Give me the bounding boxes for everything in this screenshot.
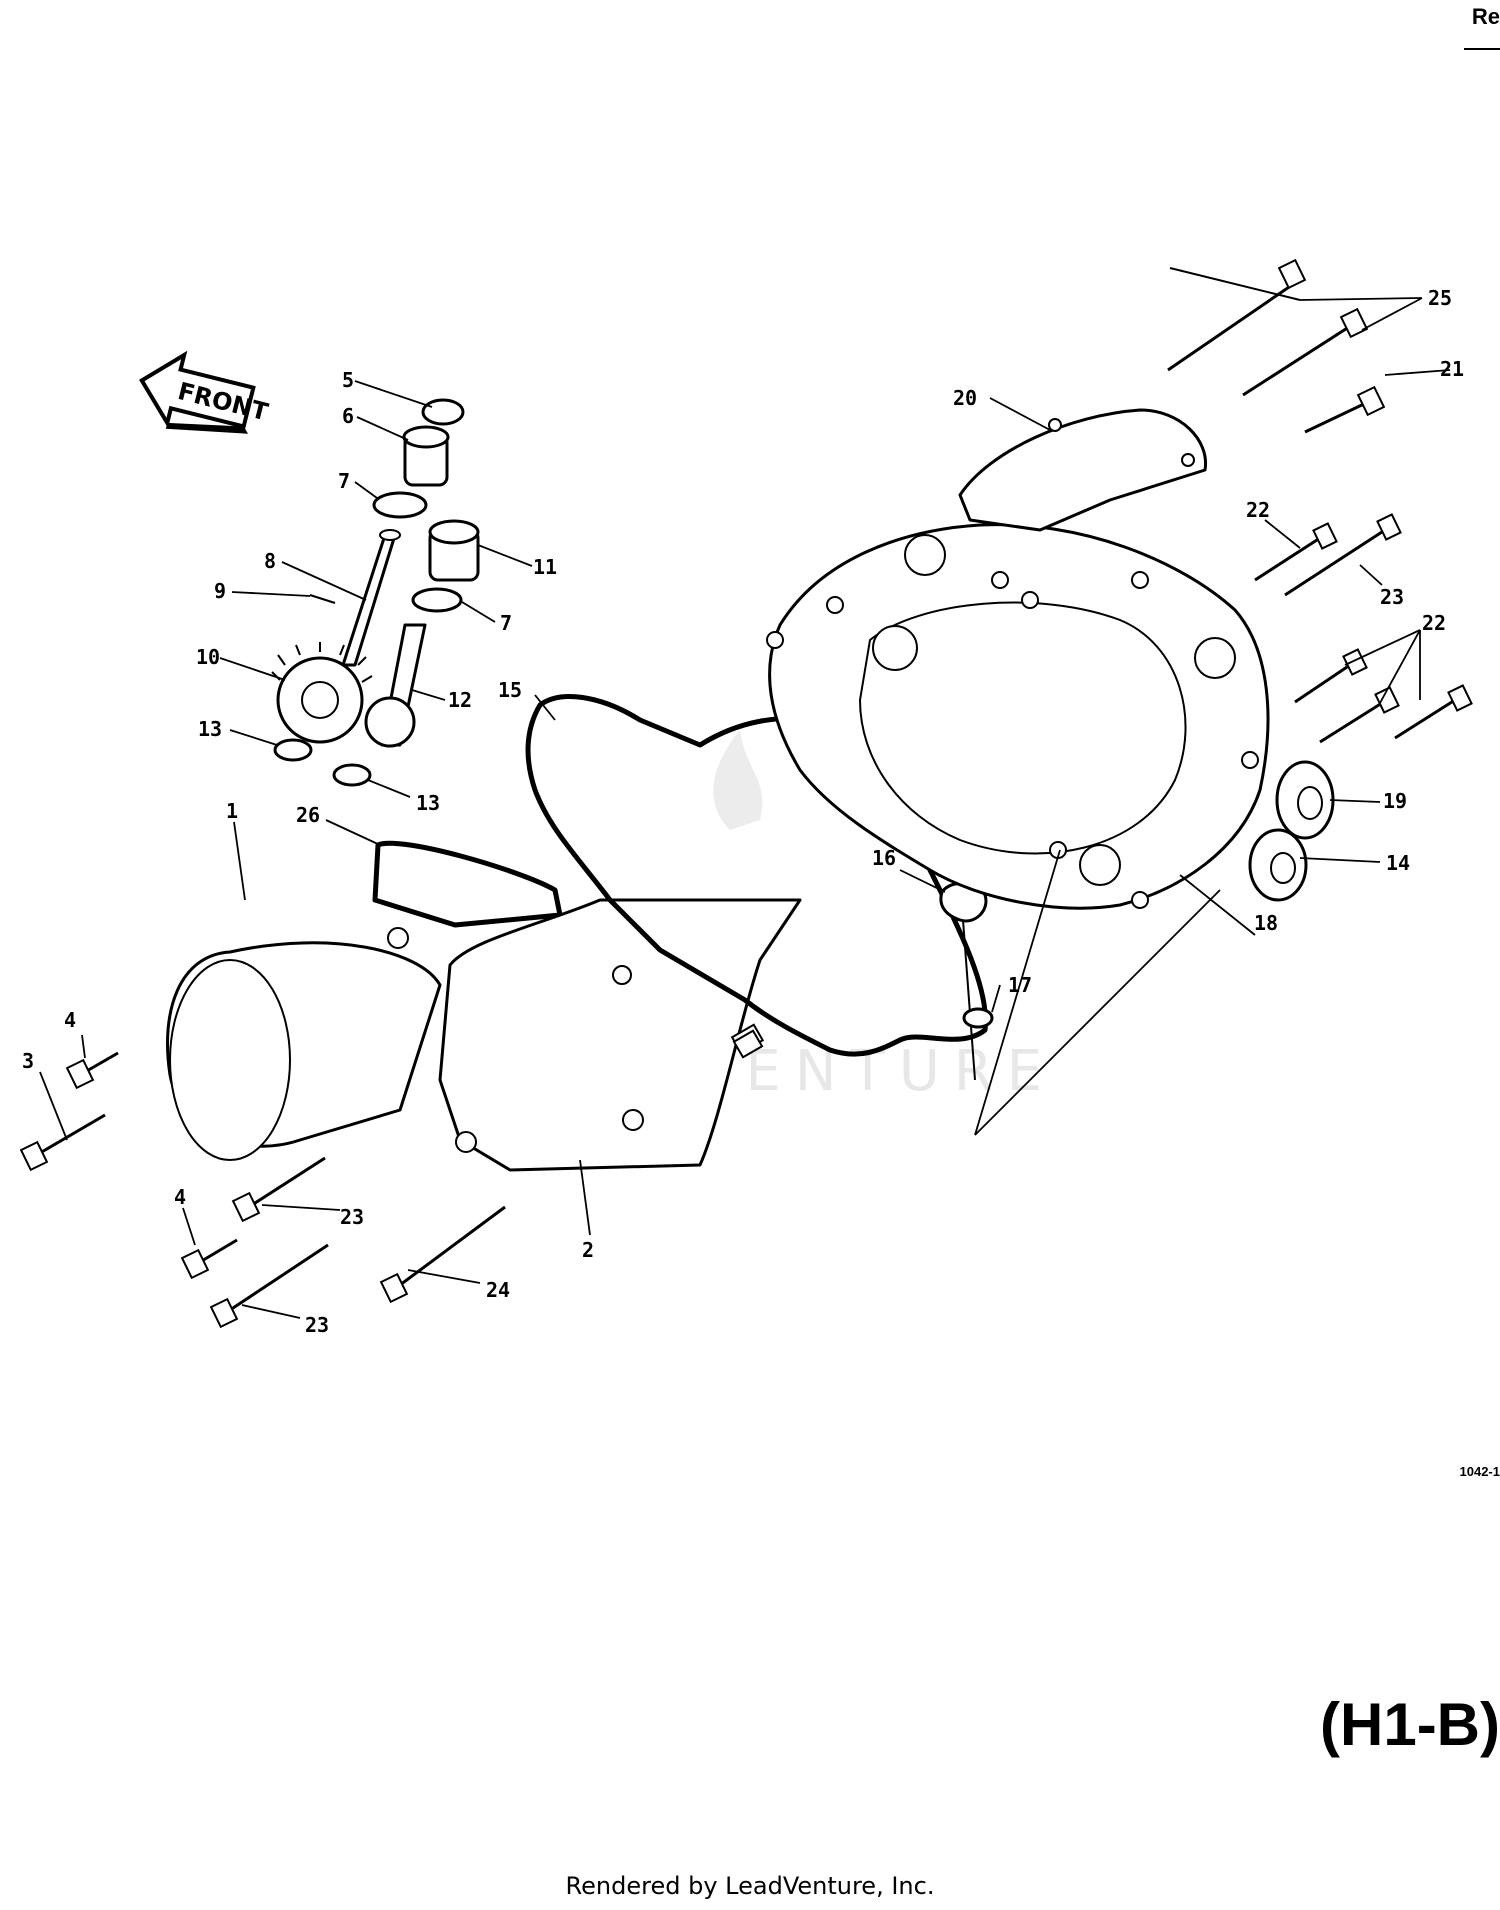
corner-rule [1464,48,1500,50]
callout-24: 24 [486,1278,510,1302]
small-parts [271,398,480,787]
callout-12: 12 [448,688,472,712]
front-arrow-icon: FRONT [139,350,271,434]
callout-3: 3 [22,1049,34,1073]
seal-5 [421,398,465,426]
callout-23b: 23 [340,1205,364,1229]
callout-22b: 22 [1422,611,1446,635]
oil-seal-14 [1248,828,1308,902]
bolt-3 [19,1113,106,1172]
gear-12 [364,623,427,748]
cover-1 [166,927,442,1161]
shaft-stub [732,1029,764,1059]
bolt-21 [1304,385,1386,434]
callout-4a: 4 [64,1008,76,1032]
diagram-id: (H1-B) [1320,1691,1500,1758]
plug-11 [428,519,480,582]
oil-seal-19 [1275,760,1335,840]
callout-16: 16 [872,846,896,870]
breather-cover-20 [958,408,1208,532]
crankcase-18 [766,523,1270,910]
figure-code: 1042-1 [1459,1464,1500,1479]
bolt-23a [1284,513,1402,597]
callout-26: 26 [296,803,320,827]
callout-21: 21 [1440,357,1464,381]
shaft-8 [341,529,401,667]
callout-6: 6 [342,404,354,428]
callout-13b: 13 [416,791,440,815]
footer-credit: Rendered by LeadVenture, Inc. [565,1872,935,1900]
bolt-25b [1242,307,1369,397]
pin-9 [309,594,336,604]
callout-22a: 22 [1246,498,1270,522]
bolt-23b [231,1156,326,1223]
plug-6 [402,425,450,487]
callout-4b: 4 [174,1185,186,1209]
washer-13a [273,738,313,762]
gasket-15 [525,694,989,1057]
callout-18: 18 [1254,911,1278,935]
callout-9: 9 [214,579,226,603]
o-ring-7b [411,587,463,613]
bolt-set [19,258,1473,1329]
bolt-25a [1167,258,1307,372]
callout-8: 8 [264,549,276,573]
callout-14: 14 [1386,851,1410,875]
callout-2: 2 [582,1238,594,1262]
bolt-22a [1254,522,1338,582]
callout-labels: 1 2 3 4 4 5 6 7 7 8 9 10 11 12 13 13 14 … [22,286,1464,1337]
callout-15: 15 [498,678,522,702]
callout-7a: 7 [338,469,350,493]
gasket-26 [372,840,563,928]
callout-23a: 23 [1380,585,1404,609]
callout-10: 10 [196,645,220,669]
callout-11: 11 [533,555,557,579]
gear-10 [271,642,373,744]
o-ring-7a [372,491,428,519]
bolt-22c [1319,686,1400,744]
corner-tag: Re [1471,4,1500,29]
washer-13b [332,763,372,787]
callout-19: 19 [1383,789,1407,813]
callout-5: 5 [342,368,354,392]
callout-1: 1 [226,799,238,823]
bolt-4b [180,1238,238,1280]
bolt-22b [1294,648,1368,704]
callout-23c: 23 [305,1313,329,1337]
callout-20: 20 [953,386,977,410]
bolt-4a [65,1051,119,1090]
callout-7b: 7 [500,611,512,635]
bolt-22d [1394,684,1473,740]
leader-lines [39,297,1451,1319]
bolt-23c [209,1243,329,1329]
o-ring-17 [962,1007,994,1029]
callout-13a: 13 [198,717,222,741]
callout-25: 25 [1428,286,1452,310]
callout-17: 17 [1008,973,1032,997]
